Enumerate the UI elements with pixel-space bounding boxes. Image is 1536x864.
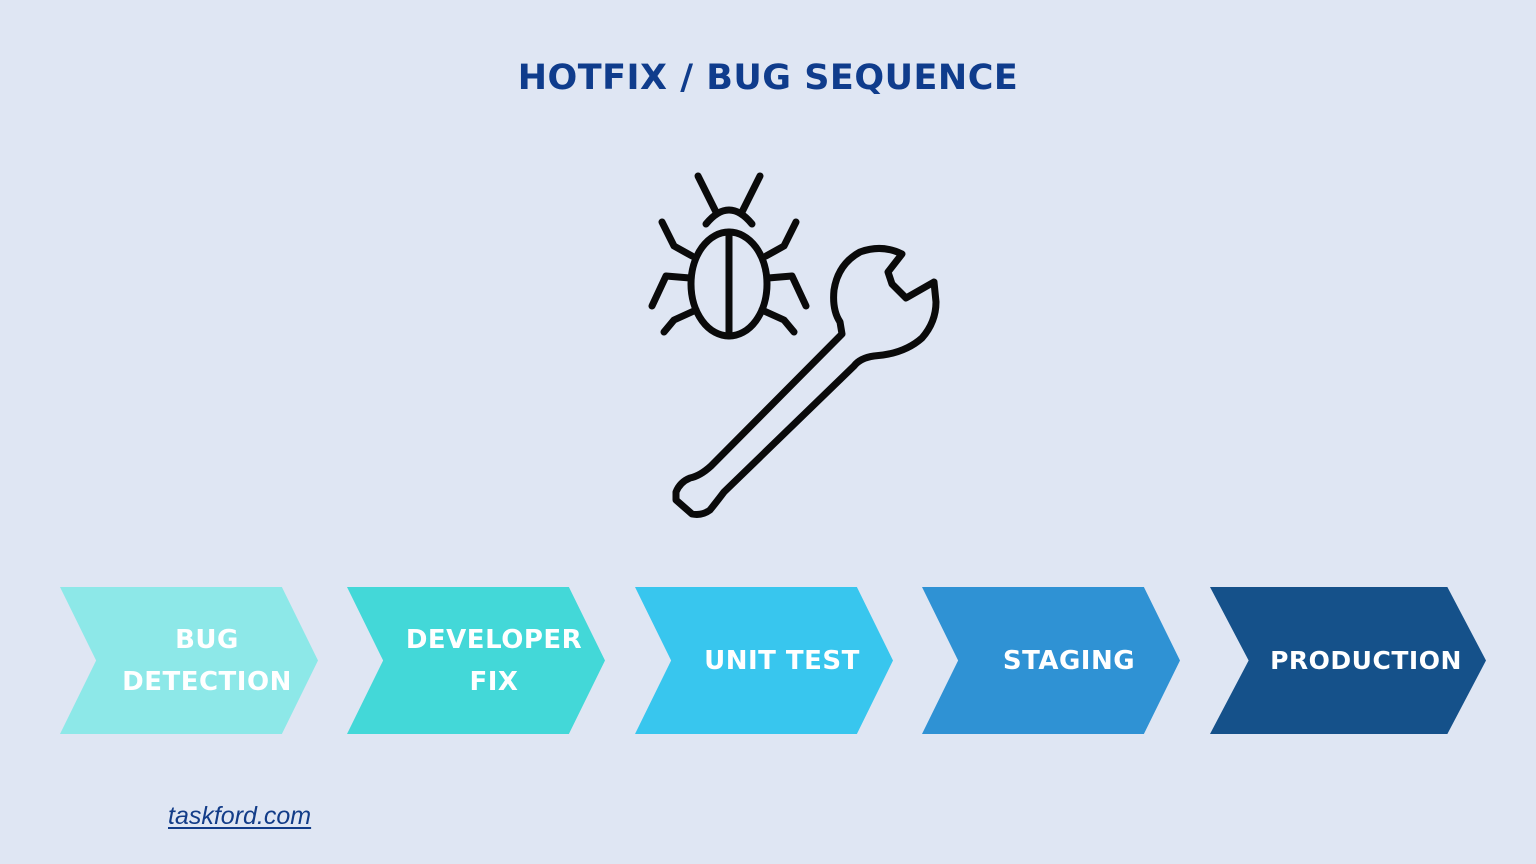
step-label-line: STAGING xyxy=(1002,645,1136,676)
step-label-line: UNIT TEST xyxy=(704,645,860,676)
step-label-text: PRODUCTION xyxy=(1270,640,1462,682)
step-unit-test: UNIT TEST xyxy=(635,587,893,734)
page-title: HOTFIX / BUG SEQUENCE xyxy=(517,58,1019,98)
step-label-line: DETECTION xyxy=(122,666,292,697)
step-label-line: FIX xyxy=(469,666,519,697)
step-label-text: DEVELOPER FIX xyxy=(406,619,582,703)
step-label: BUG DETECTION xyxy=(96,587,318,734)
hotfix-illustration xyxy=(630,160,960,530)
bug-icon xyxy=(648,172,810,340)
step-developer-fix: DEVELOPER FIX xyxy=(347,587,605,734)
illustration-svg xyxy=(648,172,940,518)
step-bug-detection: BUG DETECTION xyxy=(60,587,318,734)
step-label-line: BUG xyxy=(175,624,239,655)
step-label: STAGING xyxy=(958,587,1180,734)
taskford-link[interactable]: taskford.com xyxy=(168,802,312,830)
step-label-line: DEVELOPER xyxy=(405,624,583,655)
step-staging: STAGING xyxy=(922,587,1180,734)
step-label: PRODUCTION xyxy=(1246,587,1486,734)
step-label-text: BUG DETECTION xyxy=(122,619,292,703)
step-production: PRODUCTION xyxy=(1210,587,1486,734)
step-label-line: PRODUCTION xyxy=(1270,645,1462,675)
step-label-text: UNIT TEST xyxy=(704,640,860,682)
step-label-text: STAGING xyxy=(1003,640,1135,682)
step-label: DEVELOPER FIX xyxy=(383,587,605,734)
wrench-icon xyxy=(672,245,940,518)
step-label: UNIT TEST xyxy=(671,587,893,734)
